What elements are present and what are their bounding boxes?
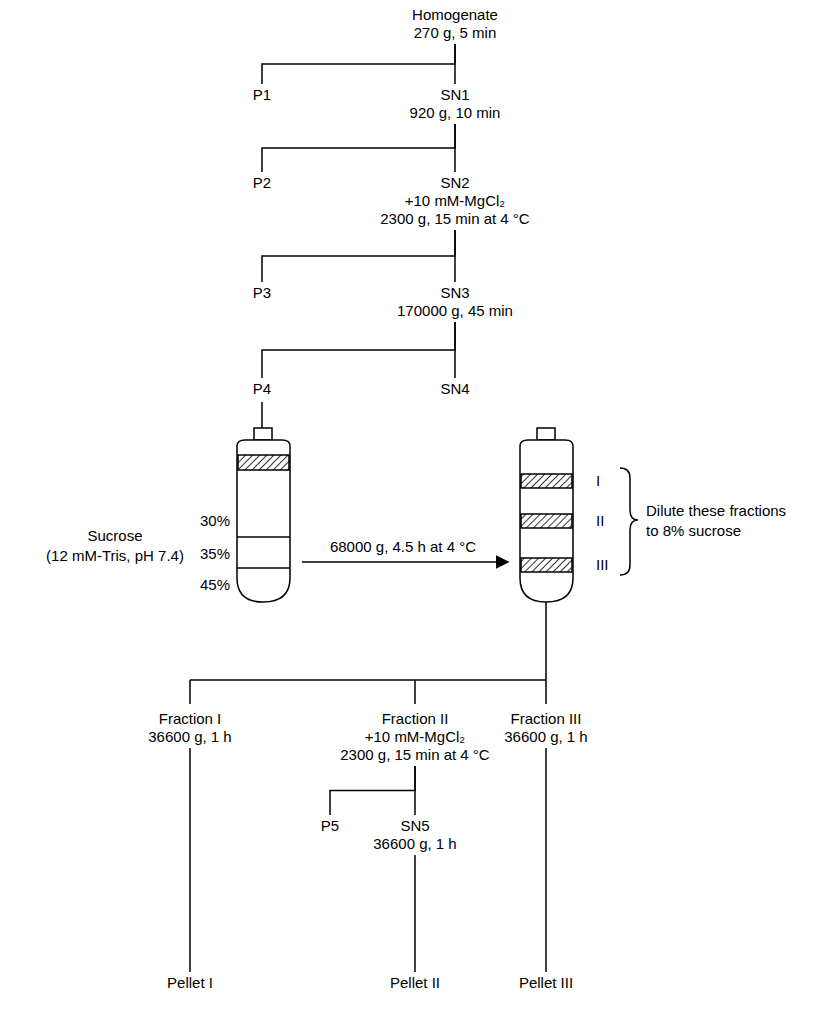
process-arrow xyxy=(302,561,508,563)
annotation: III xyxy=(596,556,609,574)
step-condition: 2300 g, 15 min at 4 °C xyxy=(340,746,489,764)
annotation: to 8% sucrose xyxy=(646,522,741,540)
step-name: P4 xyxy=(253,380,271,398)
annotation: I xyxy=(596,472,600,490)
step-condition: 170000 g, 45 min xyxy=(397,302,513,320)
annotation: Dilute these fractions xyxy=(646,502,786,520)
step-condition: 36600 g, 1 h xyxy=(504,728,587,746)
step-label: SN3170000 g, 45 min xyxy=(393,282,517,322)
connector xyxy=(414,766,416,815)
step-name: Fraction III xyxy=(504,710,587,728)
step-label: Pellet II xyxy=(386,972,444,994)
step-label: P5 xyxy=(317,815,343,837)
step-name: SN3 xyxy=(397,284,513,302)
step-name: Fraction I xyxy=(148,710,231,728)
connector xyxy=(262,124,455,172)
connector xyxy=(454,124,456,172)
step-name: Fraction II xyxy=(340,710,489,728)
centrifuge-tube xyxy=(520,428,573,602)
step-label: Pellet III xyxy=(515,972,577,994)
connector xyxy=(262,230,455,282)
connector xyxy=(330,766,415,815)
step-label: SN1920 g, 10 min xyxy=(406,84,505,124)
step-condition: 36600 g, 1 h xyxy=(148,728,231,746)
annotation: Sucrose xyxy=(87,527,142,545)
brace xyxy=(620,468,638,575)
step-label: P3 xyxy=(249,282,275,304)
step-label: Fraction III36600 g, 1 h xyxy=(500,708,591,748)
step-label: Fraction II+10 mM-MgCl₂2300 g, 15 min at… xyxy=(336,708,493,766)
annotation: (12 mM-Tris, pH 7.4) xyxy=(46,547,184,565)
step-condition: 270 g, 5 min xyxy=(412,24,498,42)
step-name: P5 xyxy=(321,817,339,835)
step-label: Fraction I36600 g, 1 h xyxy=(144,708,235,748)
distribution-lines xyxy=(190,602,546,704)
step-name: P2 xyxy=(253,174,271,192)
connector xyxy=(454,230,456,282)
connector xyxy=(414,855,416,972)
step-label: P2 xyxy=(249,172,275,194)
connector xyxy=(454,44,456,84)
annotation: 68000 g, 4.5 h at 4 °C xyxy=(330,538,476,556)
connector xyxy=(545,748,547,972)
step-name: Pellet I xyxy=(167,974,213,992)
step-label: SN2+10 mM-MgCl₂2300 g, 15 min at 4 °C xyxy=(376,172,533,230)
step-label: P1 xyxy=(249,84,275,106)
step-name: SN5 xyxy=(373,817,456,835)
step-label: SN4 xyxy=(436,378,473,400)
annotation: 30% xyxy=(200,512,230,530)
annotation: 45% xyxy=(200,576,230,594)
connector xyxy=(262,322,455,378)
step-name: Pellet II xyxy=(390,974,440,992)
step-condition: 2300 g, 15 min at 4 °C xyxy=(380,210,529,228)
step-condition: 36600 g, 1 h xyxy=(373,835,456,853)
step-label: SN536600 g, 1 h xyxy=(369,815,460,855)
step-label: P4 xyxy=(249,378,275,400)
step-name: Pellet III xyxy=(519,974,573,992)
step-condition: +10 mM-MgCl₂ xyxy=(340,728,489,746)
step-name: P1 xyxy=(253,86,271,104)
connector xyxy=(454,322,456,378)
transfer-line xyxy=(261,402,263,428)
step-condition: +10 mM-MgCl₂ xyxy=(380,192,529,210)
step-name: SN1 xyxy=(410,86,501,104)
connector xyxy=(262,44,455,84)
step-name: SN4 xyxy=(440,380,469,398)
centrifuge-tube xyxy=(237,428,290,602)
step-label: Homogenate270 g, 5 min xyxy=(408,4,502,44)
step-label: Pellet I xyxy=(163,972,217,994)
step-name: Homogenate xyxy=(412,6,498,24)
annotation: 35% xyxy=(200,545,230,563)
step-name: SN2 xyxy=(380,174,529,192)
step-condition: 920 g, 10 min xyxy=(410,104,501,122)
connector xyxy=(189,748,191,972)
annotation: II xyxy=(596,512,604,530)
step-name: P3 xyxy=(253,284,271,302)
